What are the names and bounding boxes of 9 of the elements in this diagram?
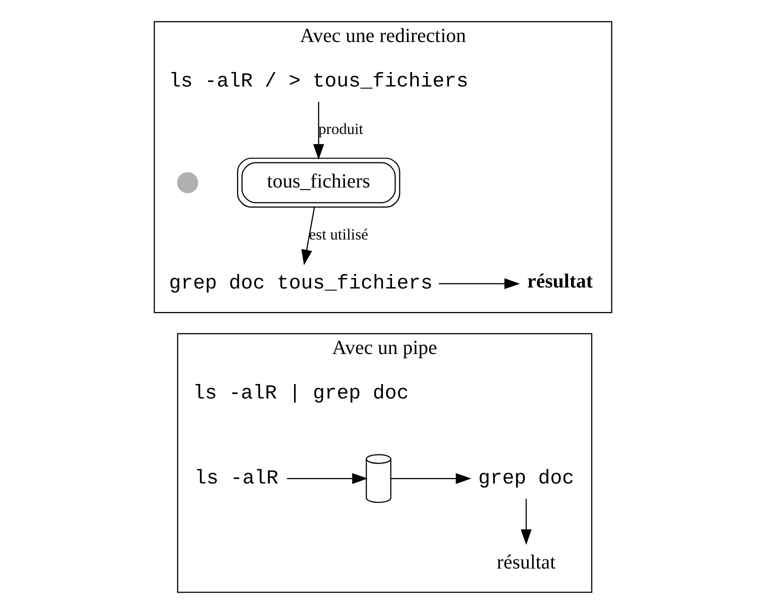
node-text: ls -alR / > tous_fichiers — [168, 70, 468, 93]
node-text: résultat — [496, 551, 556, 574]
label: ls -alR | grep doc — [193, 381, 409, 404]
edge-label: produit — [318, 121, 364, 138]
node-text: grep doc — [478, 466, 574, 490]
node-text: résultat — [527, 270, 593, 292]
node-text: ls -alR — [194, 466, 278, 490]
node-text: grep doc tous_fichiers — [169, 272, 433, 295]
edge-label: est utilisé — [309, 226, 368, 244]
